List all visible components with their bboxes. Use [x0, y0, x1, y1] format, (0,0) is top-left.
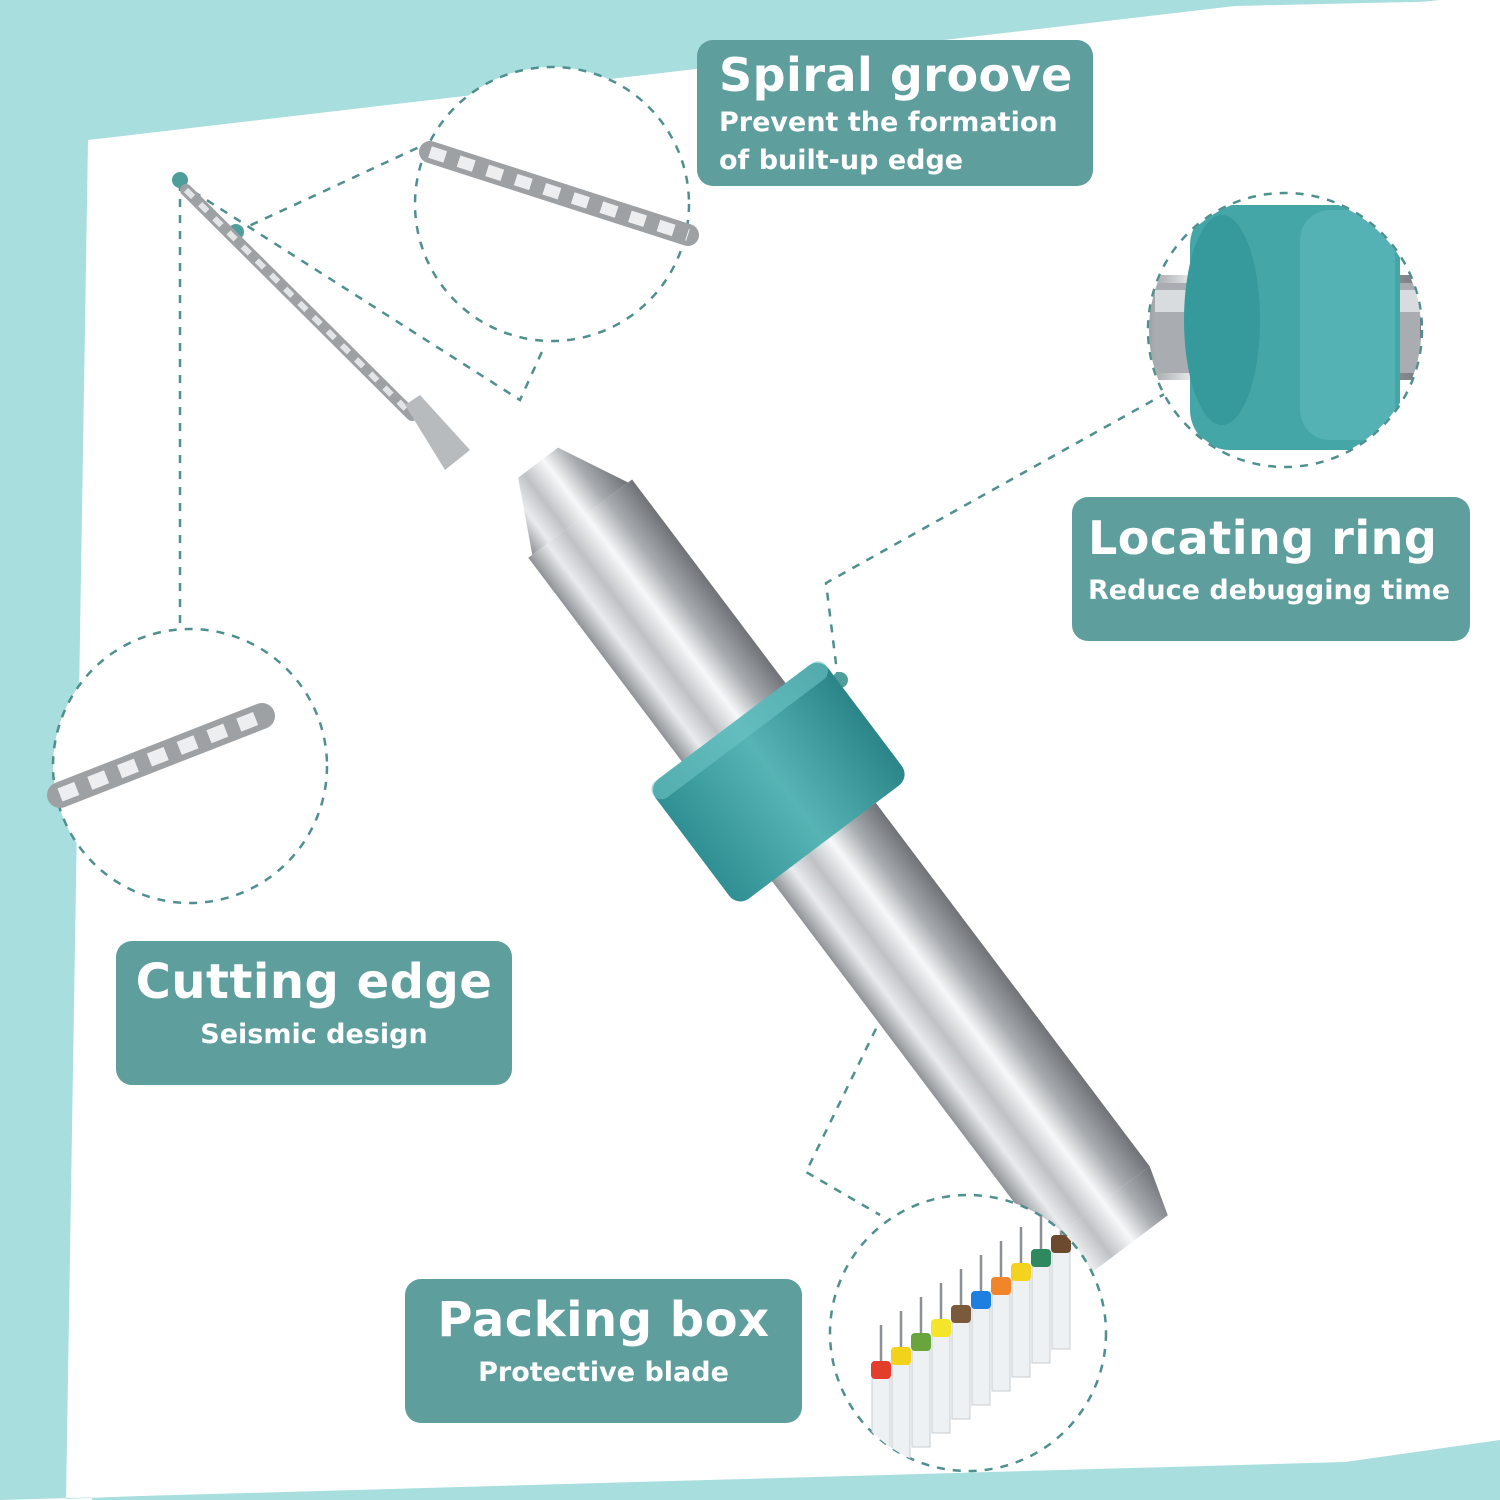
bit-collar [951, 1305, 971, 1323]
zoom-cutting-edge [47, 627, 329, 905]
callout-title: Packing box [437, 1292, 770, 1348]
bit-collar [1051, 1235, 1071, 1253]
callout-subtitle: Seismic design [200, 1019, 428, 1050]
packed-drill-bit [1051, 1199, 1071, 1350]
bit-collar [971, 1291, 991, 1309]
callout-subtitle-line-1: Prevent the formation [719, 107, 1058, 138]
packed-drill-bit [951, 1269, 971, 1420]
packed-drill-bit [1011, 1227, 1031, 1378]
callout-subtitle: Protective blade [478, 1357, 729, 1388]
callout-title: Locating ring [1088, 511, 1438, 565]
locating-ring [651, 661, 905, 902]
callout-title: Cutting edge [135, 954, 493, 1010]
zoom-packing-box [828, 1193, 1108, 1473]
callout-subtitle-line-2: of built-up edge [719, 145, 964, 176]
bit-collar [1011, 1263, 1031, 1281]
packed-drill-bit [971, 1255, 991, 1406]
bit-collar [1031, 1249, 1051, 1267]
packed-drill-bit [911, 1297, 931, 1448]
callout-spiral-groove: Spiral groove Prevent the formation of b… [697, 40, 1093, 186]
callout-cutting-edge: Cutting edge Seismic design [116, 941, 512, 1085]
callout-packing-box: Packing box Protective blade [405, 1279, 802, 1423]
packed-drill-bit [1031, 1213, 1051, 1364]
bit-collar [891, 1347, 911, 1365]
callout-subtitle: Reduce debugging time [1088, 575, 1451, 606]
leader-lines [178, 140, 1169, 1217]
zoom-spiral-groove [413, 65, 699, 343]
packed-drill-bit [991, 1241, 1011, 1392]
packed-drill-bit [931, 1283, 951, 1434]
zoom-locating-ring [1146, 191, 1424, 469]
bit-collar [911, 1333, 931, 1351]
bit-collar [871, 1361, 891, 1379]
callout-locating-ring: Locating ring Reduce debugging time [1072, 497, 1470, 641]
bit-collar [991, 1277, 1011, 1295]
bit-collar [931, 1319, 951, 1337]
callout-title: Spiral groove [719, 48, 1073, 102]
drill-flute [180, 184, 418, 421]
